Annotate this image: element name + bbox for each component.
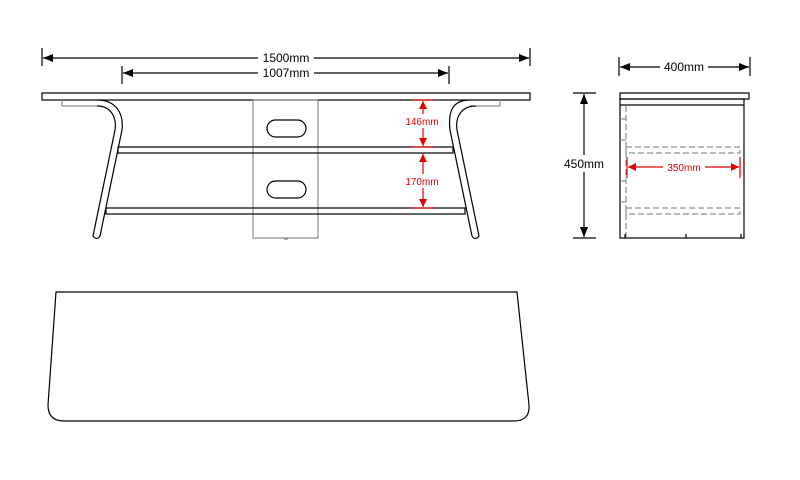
side-lower-shelf-hidden: [625, 207, 741, 215]
lower-shelf: [105, 207, 466, 215]
top-shelf-lip: [61, 100, 501, 107]
depth-dimension: 400mm: [618, 57, 751, 76]
side-body: [619, 98, 745, 239]
cable-hole-lower: [266, 180, 307, 199]
overall-width-label: 1500mm: [263, 51, 310, 65]
height-dimension: 450mm: [564, 92, 604, 239]
side-view: 400mm 450mm 350mm: [564, 57, 751, 239]
side-top-shelf: [619, 92, 750, 100]
top-shelf: [41, 92, 531, 101]
middle-shelf: [117, 146, 454, 154]
side-middle-shelf-hidden: [625, 146, 741, 154]
right-leg: [448, 99, 480, 240]
front-view: 1500mm 1007mm 146mm 170mm: [41, 48, 531, 240]
left-leg: [92, 99, 123, 240]
depth-label: 400mm: [664, 60, 704, 74]
height-label: 450mm: [564, 157, 604, 171]
shelf-gap-dimensions: 146mm 170mm: [405, 99, 439, 209]
shelf-depth-dimension: 350mm: [626, 157, 741, 178]
top-shelf-gap-label: 146mm: [405, 117, 438, 128]
center-foot: [283, 237, 289, 240]
top-plan-view: [47, 291, 530, 422]
inner-width-dimension: 1007mm: [121, 66, 450, 84]
shelf-depth-label: 350mm: [667, 163, 700, 174]
center-panel: [252, 99, 319, 239]
overall-width-dimension: 1500mm: [41, 48, 531, 66]
inner-width-label: 1007mm: [263, 66, 310, 80]
cable-hole-upper: [266, 119, 307, 138]
lower-shelf-gap-label: 170mm: [405, 177, 438, 188]
